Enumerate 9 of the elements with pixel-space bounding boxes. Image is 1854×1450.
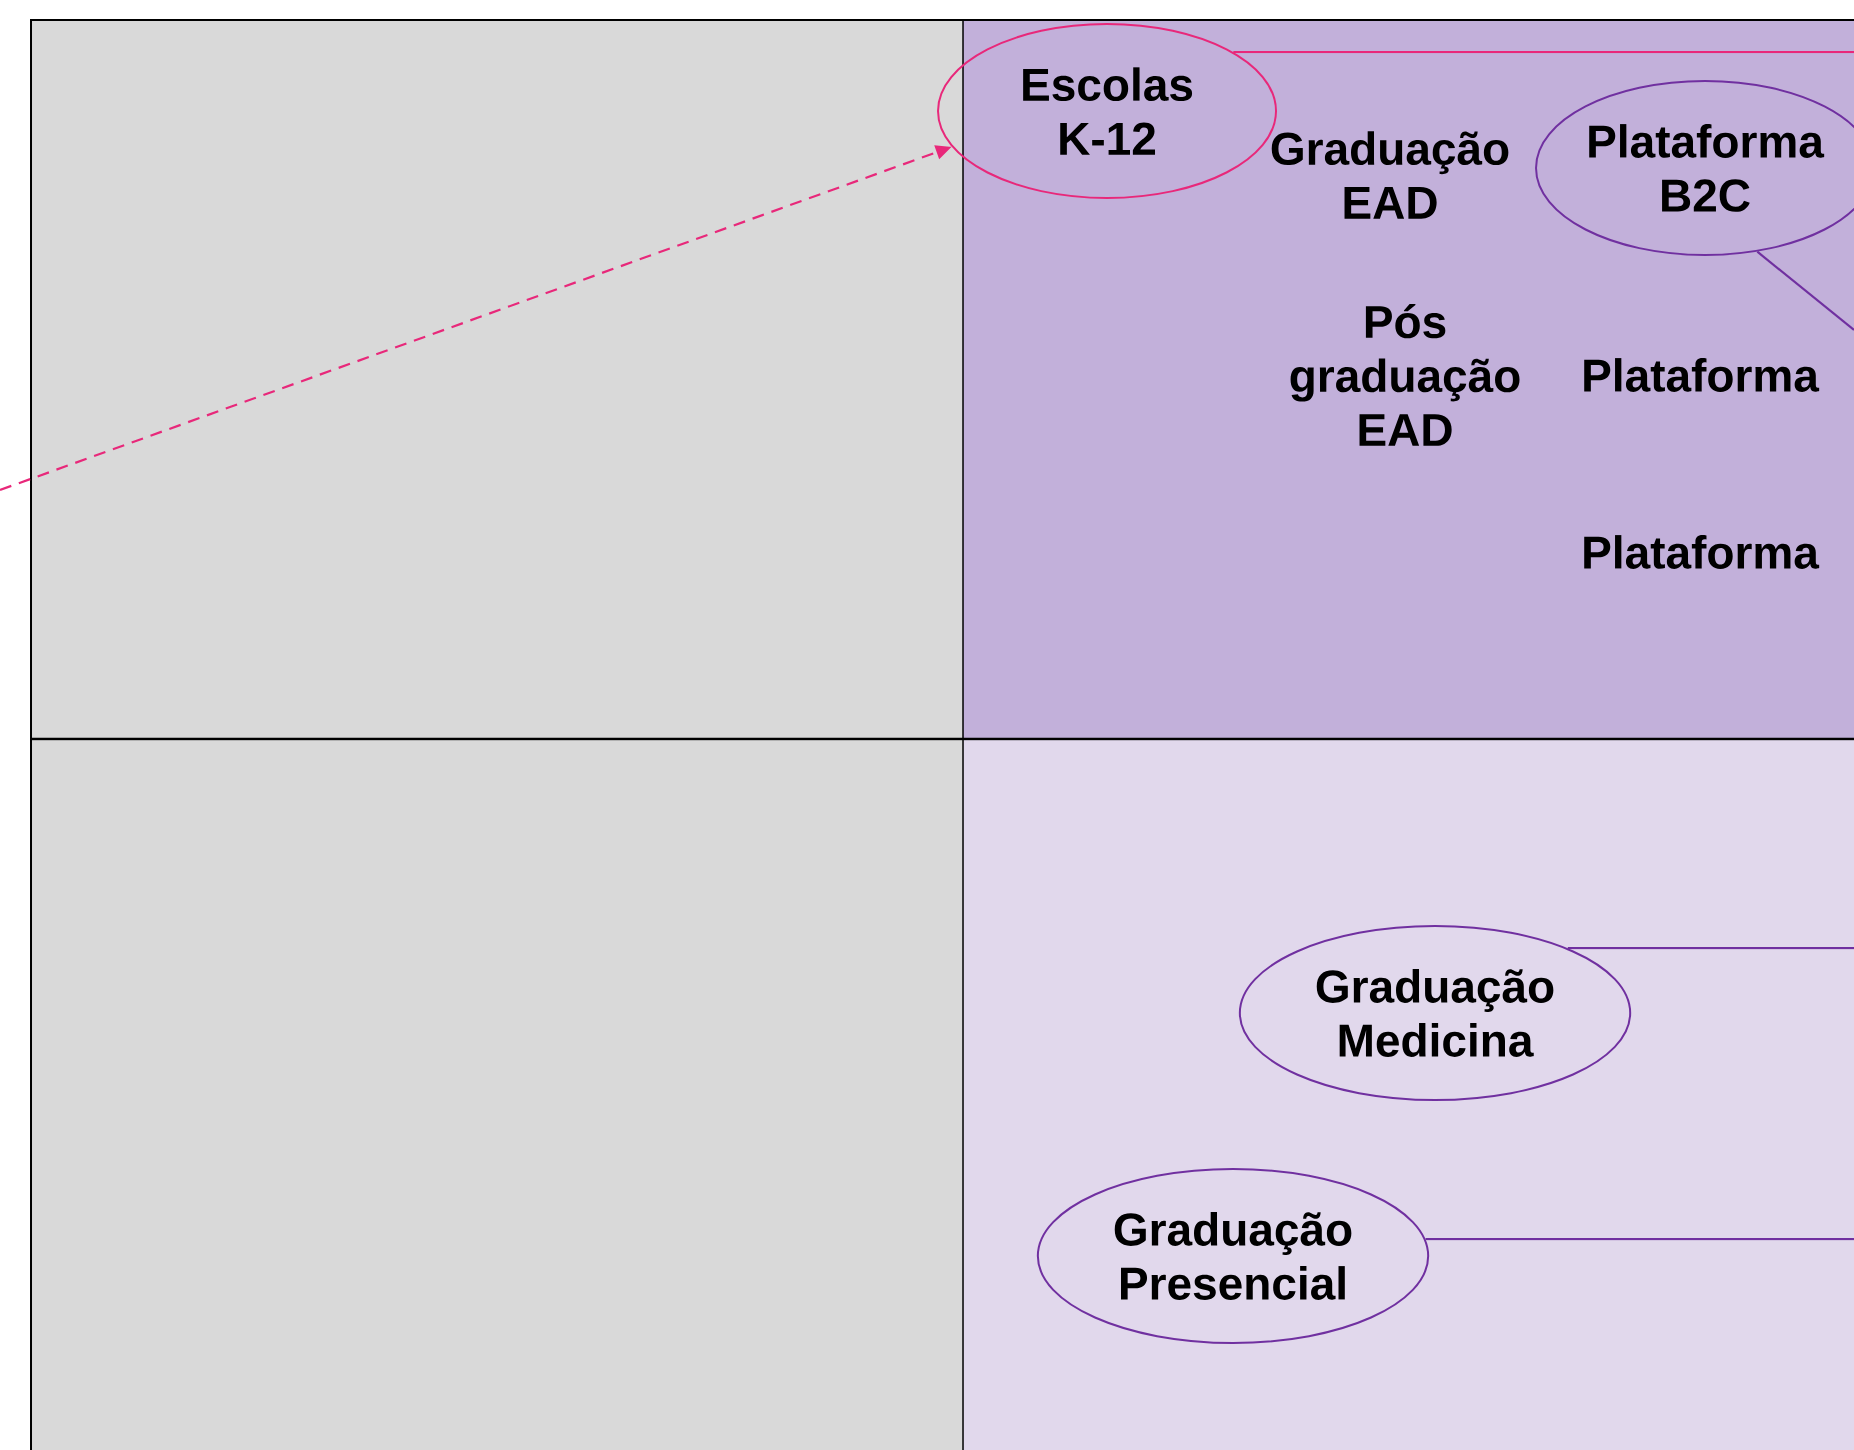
connector-line [1567,947,1854,950]
category-label: Plataforma [1584,358,1820,392]
connector-line [1233,51,1854,54]
category-label: Pós graduação EAD [1290,304,1520,446]
connector-line [1756,250,1854,331]
connector-line [1425,1238,1854,1241]
ellipse-node: Graduação Presencial [1036,1168,1430,1344]
category-label: Plataforma [1584,535,1820,569]
ellipse-node: Graduação Medicina [1238,925,1632,1101]
